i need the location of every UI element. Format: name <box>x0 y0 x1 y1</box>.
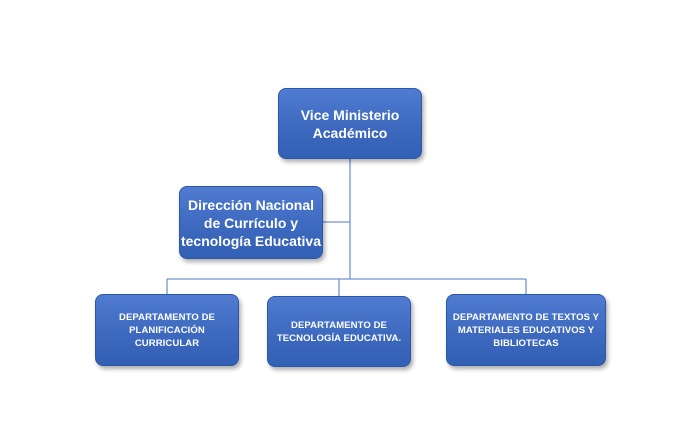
node-planificacion-label: DEPARTAMENTO DE PLANIFICACIÓN CURRICULAR <box>119 311 215 349</box>
node-departamento-textos: DEPARTAMENTO DE TEXTOS Y MATERIALES EDUC… <box>446 294 606 366</box>
node-departamento-planificacion: DEPARTAMENTO DE PLANIFICACIÓN CURRICULAR <box>95 294 239 366</box>
node-tecnologia-label: DEPARTAMENTO DE TECNOLOGÍA EDUCATIVA. <box>276 319 402 344</box>
node-vice-label: Vice Ministerio Académico <box>300 106 400 141</box>
node-departamento-tecnologia: DEPARTAMENTO DE TECNOLOGÍA EDUCATIVA. <box>267 296 411 367</box>
node-vice-ministerio-academico: Vice Ministerio Académico <box>278 88 422 159</box>
node-textos-label: DEPARTAMENTO DE TEXTOS Y MATERIALES EDUC… <box>452 311 600 349</box>
node-direccion-label: Dirección Nacional de Currículo y tecnol… <box>180 196 322 249</box>
node-direccion-nacional: Dirección Nacional de Currículo y tecnol… <box>179 186 323 259</box>
